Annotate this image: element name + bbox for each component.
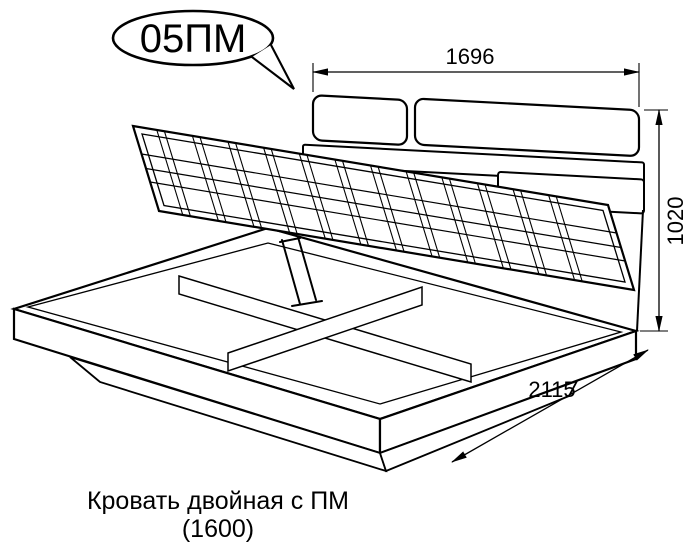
headboard-right-post-edge [636, 209, 644, 332]
dimension-width-label: 1696 [446, 44, 495, 69]
gas-lift-strut [279, 236, 323, 307]
callout-ellipse [111, 9, 275, 67]
dimension-length-line [451, 349, 649, 463]
callout-label: 05ПМ [140, 17, 247, 61]
box-inner-rim [25, 242, 624, 405]
dimension-width: 1696 [312, 44, 640, 107]
headboard-cushion-right [413, 97, 641, 157]
callout-tail [251, 44, 295, 90]
lift-platform [131, 124, 636, 292]
dimension-height: 1020 [640, 109, 688, 332]
strut-lines [279, 236, 323, 307]
platform-slat-grid [156, 129, 583, 282]
headboard-cushion-left [311, 94, 409, 146]
caption-title: Кровать двойная с ПМ [87, 487, 349, 515]
callout-bubble: 05ПМ [111, 9, 295, 90]
caption: Кровать двойная с ПМ (1600) [87, 487, 349, 543]
platform-inner-frame [141, 133, 626, 283]
caption-size: (1600) [182, 515, 254, 543]
dimension-height-label: 1020 [663, 197, 688, 246]
storage-divider-long [227, 285, 423, 373]
dimension-length: 2115 [451, 349, 649, 463]
dimension-length-label: 2115 [528, 377, 575, 402]
